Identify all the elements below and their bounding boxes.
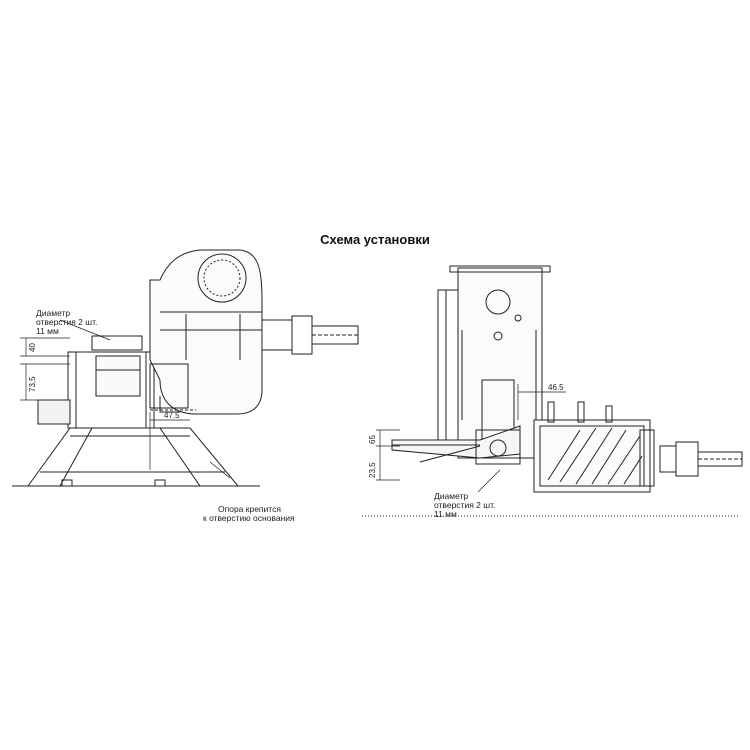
right-hole-note-line3: 11 мм: [434, 509, 457, 519]
right-view: [362, 266, 742, 516]
right-hole-note-line2: отверстия 2 шт.: [434, 500, 496, 510]
left-dimension-lines: [20, 320, 230, 478]
right-tall-frame: [438, 266, 550, 458]
left-view: [12, 250, 358, 486]
left-support-stand: [28, 428, 238, 486]
left-base-body: [38, 352, 154, 428]
left-dim-47-5: 47.5: [164, 411, 180, 420]
support-note-line2: к отверстию основания: [203, 513, 295, 523]
left-dim-73-5: 73,5: [28, 376, 37, 392]
right-dim-23-5: 23,5: [368, 462, 377, 478]
right-burner-box: [534, 402, 654, 492]
left-hole-note-line1: Диаметр: [36, 308, 71, 318]
support-note-line1: Опора крепится: [218, 504, 281, 514]
right-shaft: [660, 442, 742, 476]
right-dim-65: 65: [368, 435, 377, 444]
right-hole-note-line1: Диаметр: [434, 491, 469, 501]
left-dim-40: 40: [28, 343, 37, 352]
left-flange: [92, 336, 142, 396]
right-mounting-plate: [392, 426, 520, 464]
left-hole-note-line3: 11 мм: [36, 326, 59, 336]
right-dim-46-5: 46.5: [548, 383, 564, 392]
left-burner-housing: [150, 250, 262, 414]
right-dimension-lines: [376, 384, 566, 492]
diagram-title: Схема установки: [320, 232, 430, 247]
left-hole-note-line2: отверстия 2 шт.: [36, 317, 98, 327]
left-shaft: [262, 316, 358, 354]
